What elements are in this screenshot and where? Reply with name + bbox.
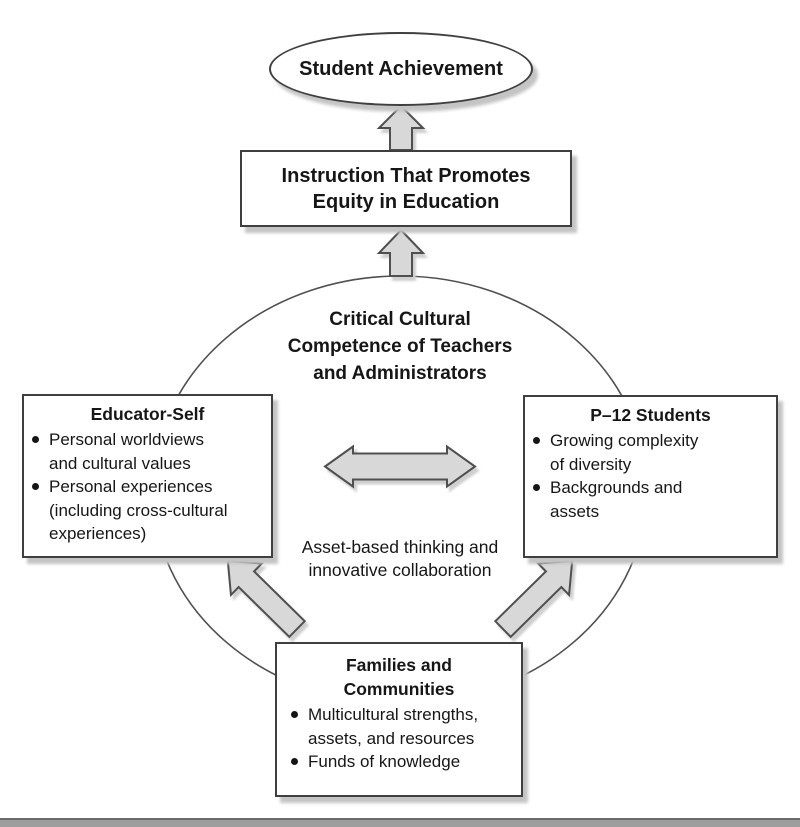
student-achievement-ellipse: Student Achievement xyxy=(269,32,533,106)
list-item: Personal worldviews and cultural values xyxy=(24,428,271,475)
list-item: Funds of knowledge xyxy=(277,750,521,774)
educator-self-title: Educator-Self xyxy=(90,404,205,424)
up-arrow-instruction-to-achievement xyxy=(376,104,426,151)
bullet-dot xyxy=(533,437,540,444)
bullet-text: Multicultural strengths, assets, and res… xyxy=(308,705,479,748)
bottom-rule xyxy=(0,818,800,827)
arrow-layer xyxy=(226,104,574,639)
families-communities-title: Families and Communities xyxy=(343,655,455,699)
student-achievement-label: Student Achievement xyxy=(299,57,503,80)
educator-self-box: Educator-Self Personal worldviews and cu… xyxy=(22,394,273,558)
bullet-dot xyxy=(32,436,39,443)
up-arrow-circle-to-instruction xyxy=(376,228,426,277)
list-item: Growing complexity of diversity xyxy=(525,429,776,476)
asset-based-note: Asset-based thinking and innovative coll… xyxy=(301,537,499,580)
list-item: Multicultural strengths, assets, and res… xyxy=(277,703,521,750)
bullet-dot xyxy=(533,484,540,491)
double-headed-arrow xyxy=(323,444,477,489)
families-communities-box: Families and Communities Multicultural s… xyxy=(275,642,523,797)
bullet-text: Personal worldviews and cultural values xyxy=(49,430,204,473)
instruction-label: Instruction That Promotes Equity in Educ… xyxy=(281,164,531,213)
bullet-text: Personal experiences (including cross-cu… xyxy=(49,477,228,543)
bullet-dot xyxy=(291,758,298,765)
bullet-text: Funds of knowledge xyxy=(308,752,461,771)
list-item: Backgrounds and assets xyxy=(525,476,776,523)
list-item: Personal experiences (including cross-cu… xyxy=(24,475,271,546)
bullet-text: Growing complexity of diversity xyxy=(550,431,699,474)
competence-circle-label: Critical Cultural Competence of Teachers… xyxy=(287,309,513,384)
p12-students-box: P–12 Students Growing complexity of dive… xyxy=(523,395,778,558)
diagonal-arrow-families-to-educator xyxy=(226,559,307,639)
instruction-box: Instruction That Promotes Equity in Educ… xyxy=(240,150,572,227)
bullet-dot xyxy=(32,483,39,490)
bullet-text: Backgrounds and assets xyxy=(550,478,683,521)
bullet-dot xyxy=(291,711,298,718)
p12-students-title: P–12 Students xyxy=(590,405,711,425)
diagonal-arrow-families-to-students xyxy=(493,559,574,639)
